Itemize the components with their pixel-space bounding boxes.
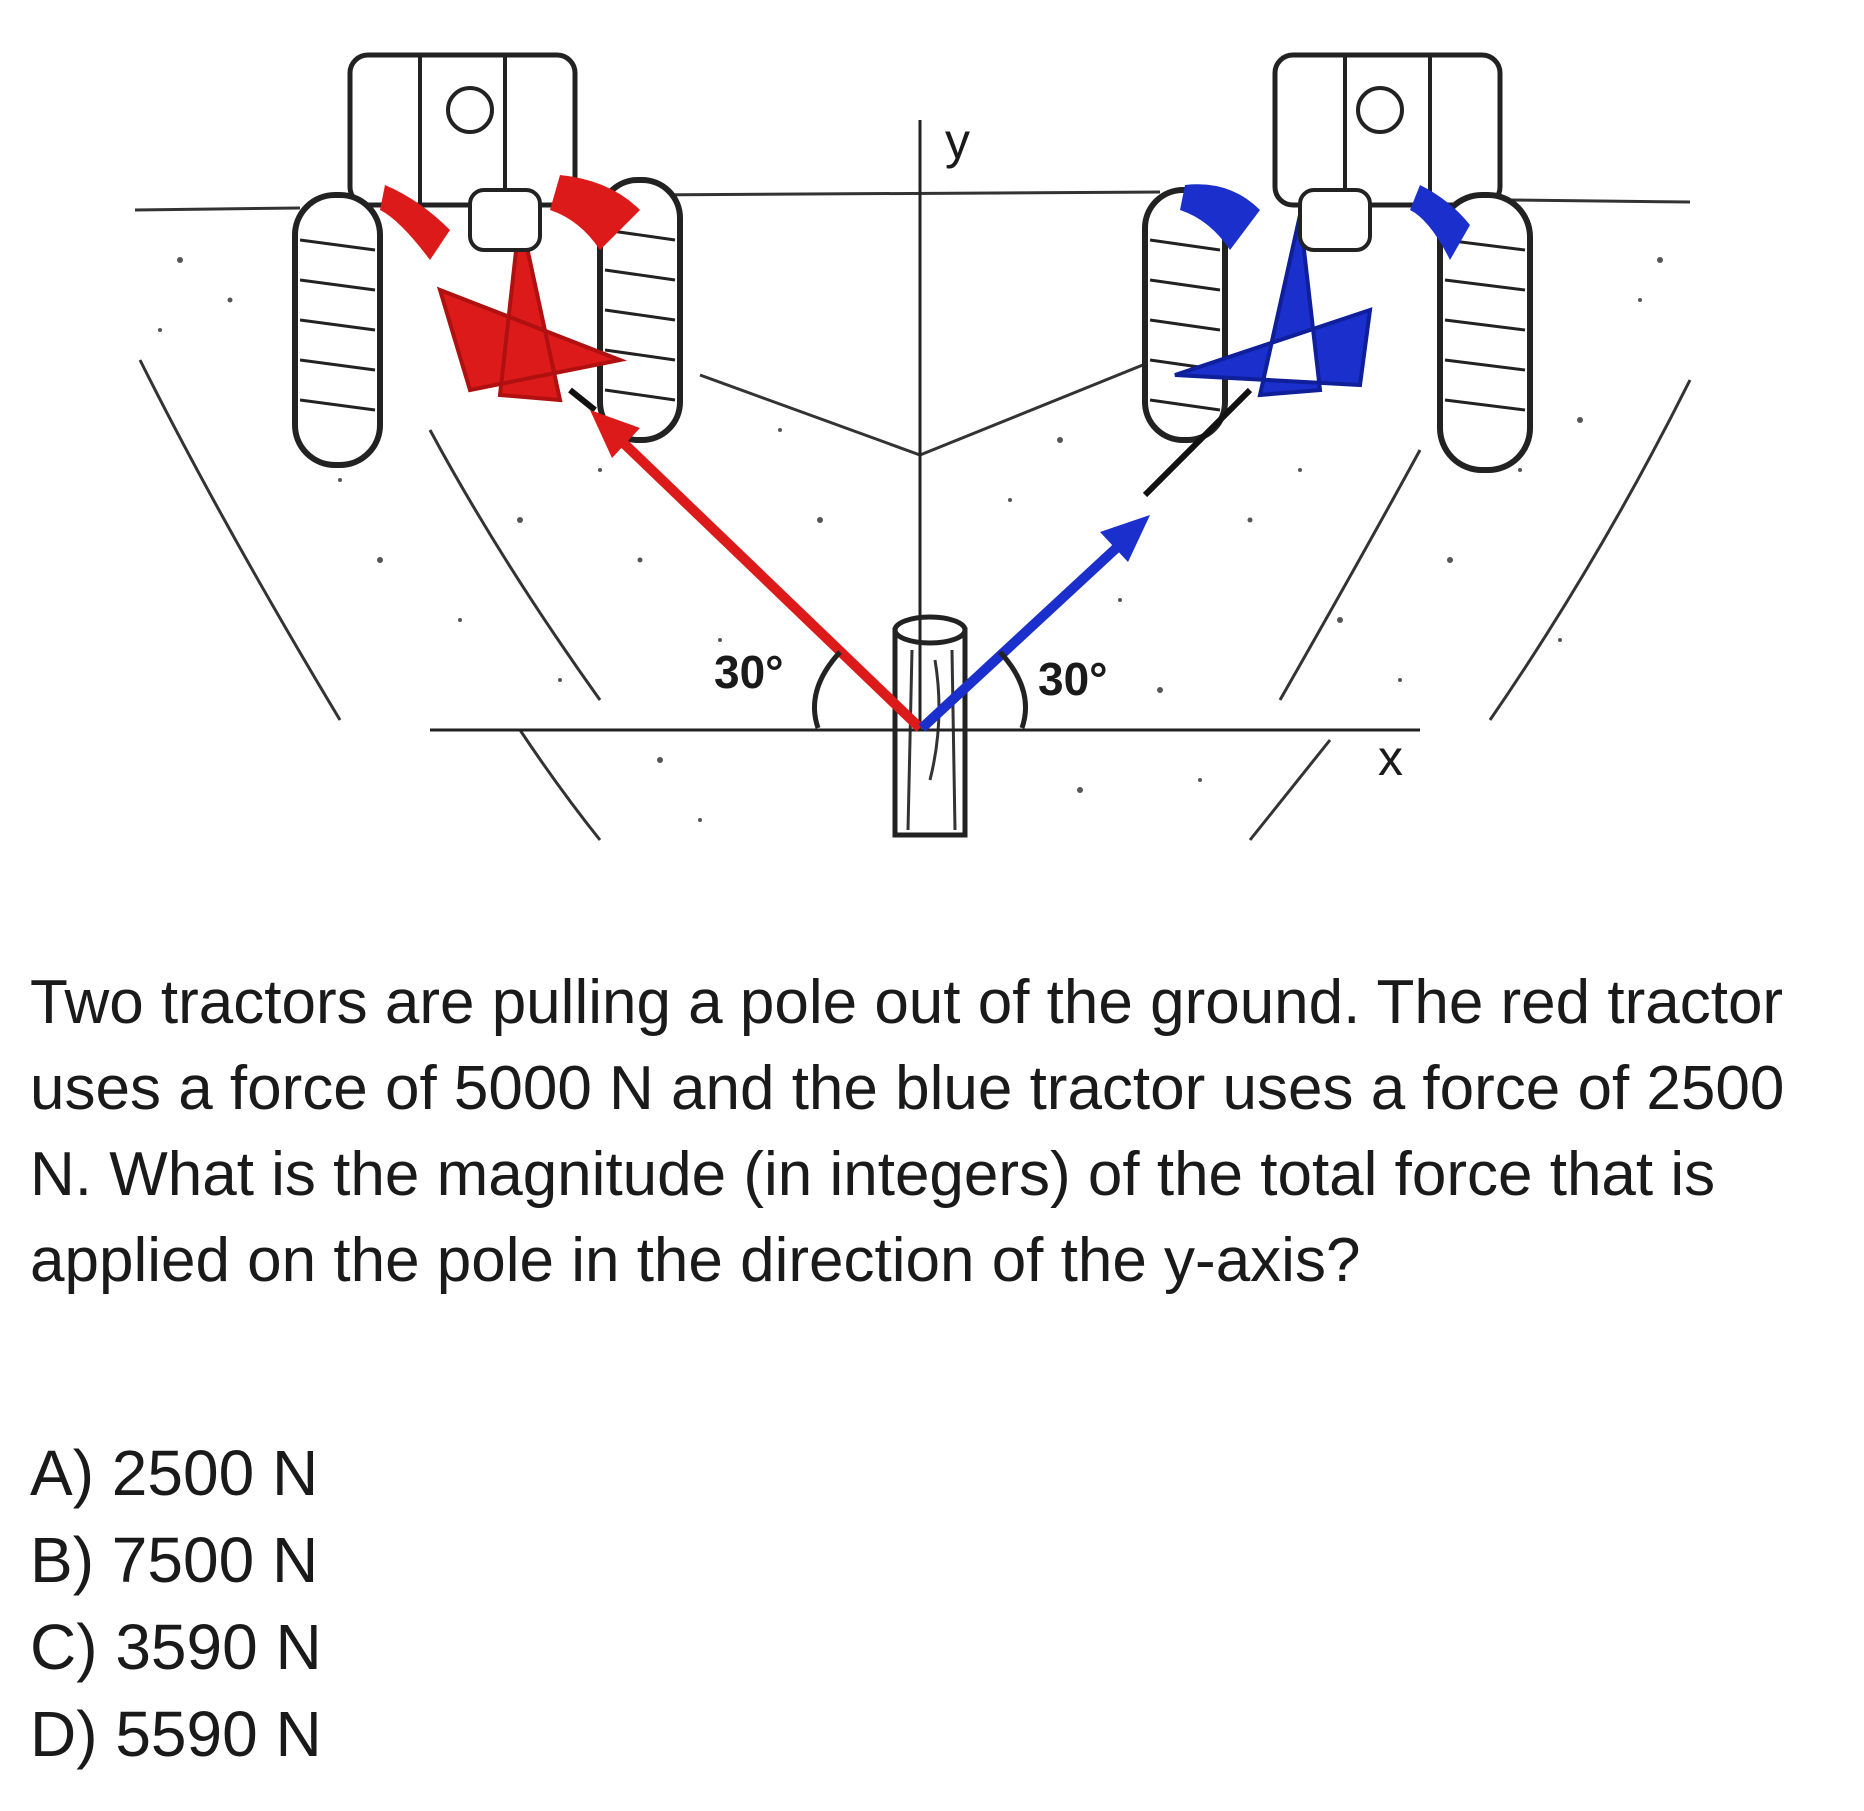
pole [892,614,968,838]
field-edge-left [138,359,342,721]
blue-tractor-driver [1356,86,1404,134]
red-tractor-fender-left [380,185,450,260]
option-a[interactable]: A) 2500 N [30,1437,319,1509]
red-force-arrowhead [590,410,640,458]
field-edge-left-low [518,729,602,841]
field-edge-right-inner [1278,449,1422,701]
red-force-vector [590,410,924,732]
option-d[interactable]: D) 5590 N [30,1698,322,1770]
angle-arc-left [812,650,842,729]
angle-label-right: 30° [1038,653,1108,705]
x-axis-label: x [1378,730,1403,786]
blue-tractor [1142,52,1533,473]
red-tractor-wheel-left [292,192,383,468]
blue-force-vector [918,515,1150,732]
red-cable [568,387,597,413]
horizon-line-left [134,206,301,212]
option-c[interactable]: C) 3590 N [30,1611,322,1683]
field-edge-left-inner [428,429,602,701]
blue-tractor-fender-right [1410,185,1470,260]
question-text: Two tractors are pulling a pole out of t… [30,968,1785,1295]
field-edge-right [1488,379,1692,721]
angle-label-left: 30° [714,646,784,698]
blue-force-line [918,536,1129,732]
field-edge-right-low [1248,739,1332,841]
angle-arc-right [998,650,1028,729]
blue-tractor-fender-left [1180,184,1260,250]
field-lines [134,190,1692,841]
pole-top [892,614,968,646]
blue-tractor-hitch [1174,214,1373,398]
blue-tractor-engine [1298,188,1372,252]
answer-options: A) 2500 N B) 7500 N C) 3590 N D) 5590 N [30,1430,322,1778]
tractor-force-diagram: 30° 30° y x [134,52,1692,841]
horizon-line-right [1509,198,1691,204]
blue-force-arrowhead [1100,515,1150,562]
furrow-v-left [699,348,1181,457]
y-axis-label: y [945,113,970,169]
option-b[interactable]: B) 7500 N [30,1524,319,1596]
red-tractor-wheel-right [597,177,683,443]
red-tractor-hitch [436,214,628,403]
red-tractor-driver [446,86,494,134]
red-tractor-engine [468,188,542,252]
red-force-line [608,428,924,732]
blue-cable [1142,387,1253,498]
horizon-line-center [639,190,1161,197]
red-tractor-fender-right [550,175,640,250]
red-tractor [292,52,683,468]
